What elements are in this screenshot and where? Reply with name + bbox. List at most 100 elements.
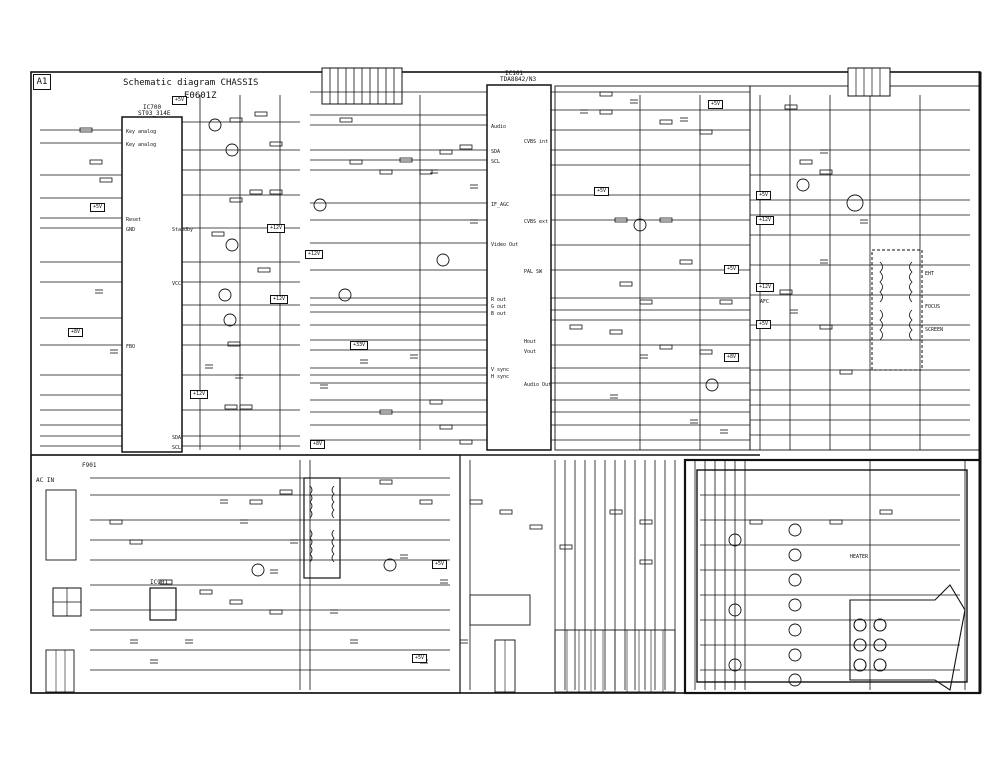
label-fuse: F901 (82, 462, 97, 469)
power-ic-ref: IC901 (150, 579, 169, 586)
resistor (779, 289, 793, 295)
resistor (229, 599, 243, 605)
label-eht: EHT (925, 271, 935, 277)
resistor (679, 259, 693, 265)
resistor (249, 189, 263, 195)
resistor (609, 329, 623, 335)
bottom-header-3 (45, 649, 75, 693)
resistor (699, 129, 713, 135)
resistor (599, 91, 613, 97)
resistor (799, 159, 813, 165)
resistor (459, 439, 473, 445)
pin-sda: SDA (172, 435, 182, 441)
label-screen: SCREEN (925, 327, 944, 333)
pin-pal-sw: PAL SW (524, 269, 543, 275)
resistor (639, 299, 653, 305)
resistor (439, 424, 453, 430)
power-section-frame (30, 454, 461, 694)
voltage-tag: +5V (594, 187, 610, 196)
resistor (879, 509, 893, 515)
pin-b-out: B out (491, 311, 507, 317)
voltage-tag: +5V (724, 265, 740, 274)
pin-key-analog-1: Key analog (126, 129, 157, 135)
resistor (224, 404, 238, 410)
resistor (659, 119, 673, 125)
voltage-tag: +8V (310, 440, 326, 449)
main-transformer (303, 477, 341, 579)
resistor (619, 281, 633, 287)
label-mains: AC IN (36, 477, 55, 484)
flyback-transformer (871, 249, 923, 371)
resistor (659, 344, 673, 350)
label-afc: AFC (760, 299, 770, 305)
resistor (269, 189, 283, 195)
video-ic-ref: IC101 (505, 70, 524, 77)
resistor (99, 177, 113, 183)
pin-g-out: G out (491, 304, 507, 310)
voltage-tag: +12V (190, 390, 209, 399)
resistor (609, 509, 623, 515)
pin-reset: Reset (126, 217, 142, 223)
yoke-coil-6 (873, 658, 887, 672)
voltage-tag: +5V (90, 203, 106, 212)
sheet-subtitle: E0601Z (184, 91, 217, 101)
resistor (211, 231, 225, 237)
pin-audio-out: Audio Out (524, 382, 552, 388)
pin-scl: SCL (172, 445, 182, 451)
deflection-frame (749, 85, 981, 451)
voltage-tag: +8V (724, 353, 740, 362)
resistor (159, 579, 173, 585)
resistor (639, 519, 653, 525)
voltage-tag: +8V (68, 328, 84, 337)
resistor (257, 267, 271, 273)
voltage-tag: +33V (350, 341, 369, 350)
video-ic-part: TDA8842/N3 (500, 76, 537, 83)
resistor (819, 324, 833, 330)
resistor (459, 144, 473, 150)
resistor (379, 169, 393, 175)
resistor (784, 104, 798, 110)
crt-neck (849, 584, 966, 691)
video-section-frame (554, 85, 751, 451)
voltage-tag: +12V (305, 250, 324, 259)
resistor (229, 197, 243, 203)
resistor (559, 544, 573, 550)
resistor (639, 559, 653, 565)
resistor (89, 159, 103, 165)
resistor (349, 159, 363, 165)
top-right-connector (847, 67, 891, 97)
sheet-title: Schematic diagram CHASSIS (123, 78, 259, 88)
resistor (839, 369, 853, 375)
voltage-tag: +12V (267, 224, 286, 233)
pin-audio: Audio (491, 124, 507, 130)
video-ic-body (486, 84, 552, 451)
label-focus: FOCUS (925, 304, 941, 310)
resistor (419, 169, 433, 175)
pin-key-analog-2: Key analog (126, 142, 157, 148)
resistor (429, 399, 443, 405)
resistor (569, 324, 583, 330)
voltage-tag: +5V (708, 100, 724, 109)
resistor (339, 117, 353, 123)
power-ic-body (149, 587, 177, 621)
yoke-coil-4 (873, 618, 887, 632)
voltage-tag: +12V (756, 216, 775, 225)
resistor (79, 127, 93, 133)
resistor (659, 217, 673, 223)
pin-h-sync: H sync (491, 374, 510, 380)
resistor (599, 109, 613, 115)
pin-cvbs-ext: CVBS ext (524, 219, 549, 225)
resistor (199, 589, 213, 595)
voltage-tag: +5V (412, 654, 428, 663)
resistor (109, 519, 123, 525)
yoke-coil-1 (853, 618, 867, 632)
pin-vout: Vout (524, 349, 537, 355)
pin-r-out: R out (491, 297, 507, 303)
resistor (379, 409, 393, 415)
pin-v-sync: V sync (491, 367, 510, 373)
pin-cvbs-int: CVBS int (524, 139, 549, 145)
pin-hout: Hout (524, 339, 537, 345)
resistor (279, 489, 293, 495)
